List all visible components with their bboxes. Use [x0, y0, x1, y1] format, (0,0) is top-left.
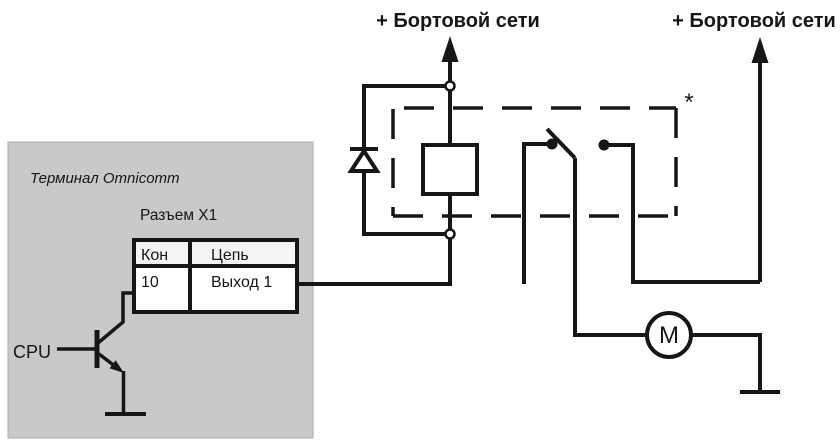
transistor: CPU: [13, 291, 146, 416]
contact-dot-right: [598, 139, 610, 151]
pin-table-header-cep: Цепь: [211, 247, 249, 264]
motor-label: M: [659, 322, 679, 349]
supply-rail-right: + Бортовой сети: [672, 10, 836, 282]
supply-left-arrow-icon: [441, 36, 459, 62]
junction-node-top: [444, 80, 456, 92]
contact-common-wire: [573, 158, 648, 337]
pin-table-cell-pin: 10: [141, 274, 159, 291]
output-wire-to-terminal: [298, 234, 452, 286]
cpu-label: CPU: [13, 342, 51, 362]
connector-label: Разъем X1: [140, 207, 217, 224]
diode-bottom-wire: [362, 171, 450, 236]
pin-table-border: [132, 238, 299, 314]
pin-table-header-row: [134, 240, 297, 266]
supply-rail-left: + Бортовой сети: [376, 10, 540, 145]
relay-contact: [522, 127, 760, 337]
contact-nc-stub-wire: [522, 142, 552, 284]
diode-top-wire: [362, 84, 450, 149]
contact-dot-left: [546, 138, 558, 150]
supply-right-arrow-icon: [751, 37, 769, 63]
junction-node-bottom: [444, 228, 456, 240]
motor: M: [645, 311, 780, 394]
diode-triangle-icon: [347, 147, 381, 173]
relay-coil: [298, 80, 479, 286]
relay-coil-box: [421, 143, 479, 196]
footnote-asterisk: *: [684, 89, 693, 116]
terminal-title: Терминал Omnicomm: [30, 170, 180, 187]
contact-arm: [545, 127, 577, 160]
flyback-diode-branch: [347, 84, 450, 236]
pin-table-header-kon: Кон: [141, 247, 168, 264]
terminal-panel: Терминал Omnicomm Разъем X1 Кон Цепь 10 …: [7, 141, 314, 439]
contact-no-wire: [604, 143, 760, 284]
supply-right-label: + Бортовой сети: [672, 10, 836, 32]
transistor-collector-wire: [96, 291, 134, 345]
pin-table: Кон Цепь 10 Выход 1: [132, 238, 299, 314]
relay-enclosure-dashed-box: *: [391, 89, 694, 218]
pin-table-cell-signal: Выход 1: [211, 274, 272, 291]
emitter-arrow-icon: [109, 360, 124, 373]
pin-table-data-row: [134, 266, 297, 312]
supply-left-label: + Бортовой сети: [376, 10, 540, 32]
motor-ground-wire: [691, 333, 762, 392]
